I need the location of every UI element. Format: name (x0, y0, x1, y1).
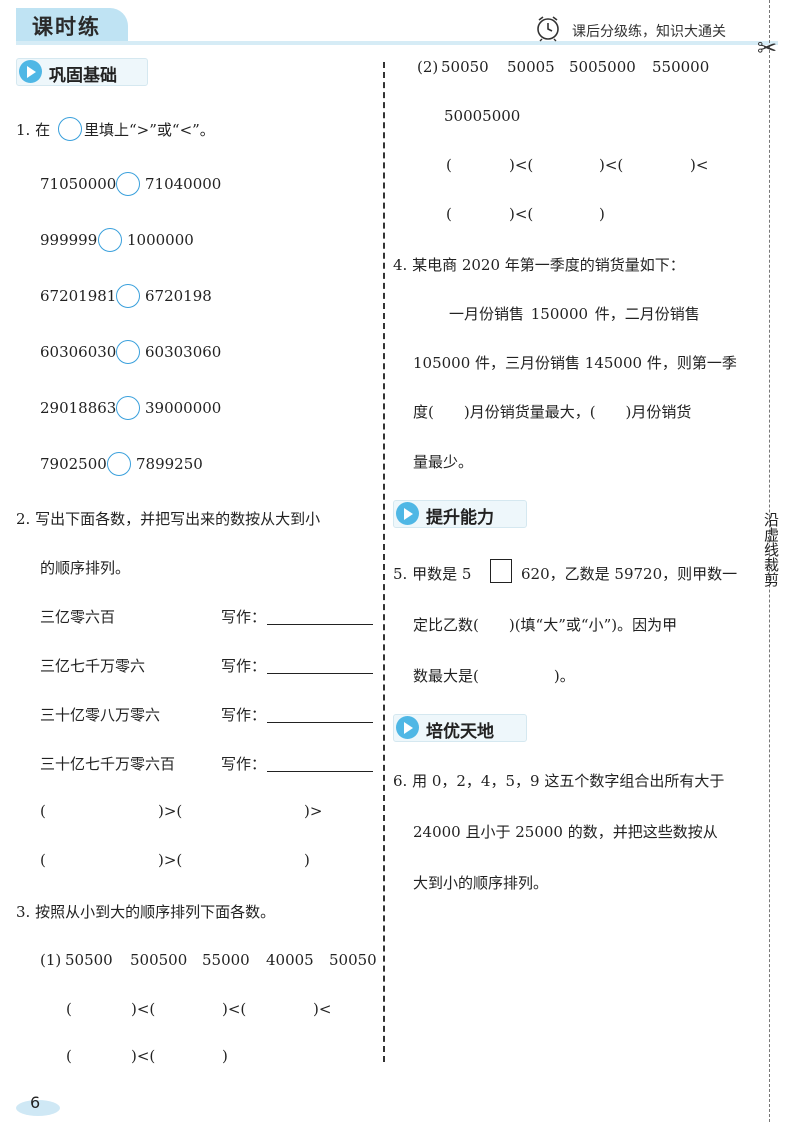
q1-prompt-circle (58, 117, 82, 141)
q4-line1: 4. 某电商 2020 年第一季度的销货量如下： (393, 256, 685, 274)
q3-part1-label: (1) (40, 951, 62, 969)
q1-row6-right: 7899250 (136, 455, 203, 473)
q1-row5-right: 39000000 (145, 399, 222, 417)
q1-row5-left: 29018863 (40, 399, 117, 417)
q3-part1-order1-b: )<( (131, 1000, 156, 1018)
q5-digit-box[interactable] (490, 559, 512, 583)
q2-item2-text: 三亿七千万零六 (40, 657, 146, 675)
section-badge-excellent: 培优天地 (393, 714, 527, 742)
header-title: 课时练 (32, 15, 101, 39)
q2-order1-c: )> (304, 802, 323, 820)
q3-part1-order1-d: )< (313, 1000, 332, 1018)
q4-line5: 量最少。 (413, 453, 474, 471)
q2-item3-text: 三十亿零八万零六 (40, 706, 161, 724)
q3-part2-num3: 5005000 (569, 58, 636, 76)
q3-part2-num2: 50005 (507, 58, 555, 76)
column-divider (383, 62, 385, 1062)
q3-part2-order1-b: )<( (509, 156, 534, 174)
q4-line2: 一月份销售 150000 件，二月份销售 (449, 305, 700, 323)
q3-part1-num5: 50050 (329, 951, 377, 969)
q3-part1-order2-b: )<( (131, 1047, 156, 1065)
q5-line3: 数最大是( )。 (413, 667, 575, 685)
q1-row4-right: 60303060 (145, 343, 222, 361)
q1-row6-left: 7902500 (40, 455, 107, 473)
q3-part2-order1-c: )<( (599, 156, 624, 174)
q2-item1-write-label: 写作： (221, 608, 267, 626)
q3-part2-order2-b: )<( (509, 205, 534, 223)
q3-part1-num2: 500500 (130, 951, 188, 969)
section-badge-basic: 巩固基础 (16, 58, 148, 86)
q3-prompt: 3. 按照从小到大的顺序排列下面各数。 (16, 903, 276, 921)
q3-part2-label: (2) (417, 58, 439, 76)
q2-order2-b: )>( (158, 851, 183, 869)
q6-line2: 24000 且小于 25000 的数，并把这些数按从 (413, 823, 718, 841)
q4-line3: 105000 件，三月份销售 145000 件，则第一季 (413, 354, 737, 372)
play-arrow-icon (19, 60, 42, 83)
q5-line1-part2: 620，乙数是 59720，则甲数一 (521, 565, 738, 583)
q3-part1-order2-a: ( (66, 1047, 72, 1065)
q4-line4: 度( )月份销货量最大，( )月份销货 (413, 403, 692, 421)
q2-item4-write-label: 写作： (221, 755, 267, 773)
q2-order1-b: )>( (158, 802, 183, 820)
q2-order2-a: ( (40, 851, 46, 869)
q1-row1-answer-circle[interactable] (116, 172, 140, 196)
q1-row1-left: 71050000 (40, 175, 117, 193)
q2-item3-write-label: 写作： (221, 706, 267, 724)
header-tab (16, 8, 128, 42)
q1-prompt-part1: 1. 在 (16, 121, 51, 139)
q2-prompt-line1: 2. 写出下面各数，并把写出来的数按从大到小 (16, 510, 321, 528)
cut-line (769, 0, 770, 1122)
q3-part2-num1: 50050 (441, 58, 489, 76)
q2-item1-answer-line[interactable] (267, 624, 373, 625)
q3-part2-order2-c: ) (599, 205, 605, 223)
q3-part1-order1-a: ( (66, 1000, 72, 1018)
q1-row3-answer-circle[interactable] (116, 284, 140, 308)
q6-line1: 6. 用 0，2，4，5，9 这五个数字组合出所有大于 (393, 772, 725, 790)
q2-item4-answer-line[interactable] (267, 771, 373, 772)
header-rule (16, 41, 778, 45)
q1-row6-answer-circle[interactable] (107, 452, 131, 476)
cut-instruction: 沿虚线裁剪 (762, 512, 780, 587)
q3-part1-num4: 40005 (266, 951, 314, 969)
q6-line3: 大到小的顺序排列。 (413, 874, 549, 892)
q1-row1-right: 71040000 (145, 175, 222, 193)
q1-row5-answer-circle[interactable] (116, 396, 140, 420)
q2-item2-write-label: 写作： (221, 657, 267, 675)
q2-item1-text: 三亿零六百 (40, 608, 116, 626)
section-badge-improve: 提升能力 (393, 500, 527, 528)
q3-part2-num4: 550000 (652, 58, 710, 76)
q3-part2-order1-d: )< (690, 156, 709, 174)
q2-item3-answer-line[interactable] (267, 722, 373, 723)
alarm-clock-icon (537, 16, 559, 42)
page-number: 6 (30, 1093, 41, 1112)
q2-prompt-line2: 的顺序排列。 (40, 559, 131, 577)
q3-part1-num3: 55000 (202, 951, 250, 969)
q2-item2-answer-line[interactable] (267, 673, 373, 674)
q5-line1-part1: 5. 甲数是 5 (393, 565, 472, 583)
q3-part2-order1-a: ( (446, 156, 452, 174)
q1-row3-left: 67201981 (40, 287, 117, 305)
q3-part2-num5: 50005000 (444, 107, 521, 125)
q1-row4-left: 60306030 (40, 343, 117, 361)
q1-row2-left: 999999 (40, 231, 98, 249)
play-arrow-icon (396, 716, 419, 739)
q3-part1-num1: 50500 (65, 951, 113, 969)
q3-part2-order2-a: ( (446, 205, 452, 223)
q3-part1-order1-c: )<( (222, 1000, 247, 1018)
q2-order1-a: ( (40, 802, 46, 820)
q5-line2: 定比乙数( )(填“大”或“小”)。因为甲 (413, 616, 678, 634)
q2-order2-c: ) (304, 851, 310, 869)
q1-row4-answer-circle[interactable] (116, 340, 140, 364)
q1-row2-answer-circle[interactable] (98, 228, 122, 252)
q3-part1-order2-c: ) (222, 1047, 228, 1065)
q2-item4-text: 三十亿七千万零六百 (40, 755, 176, 773)
q1-row3-right: 6720198 (145, 287, 212, 305)
q1-prompt-part2: 里填上“>”或“<”。 (84, 121, 215, 139)
play-arrow-icon (396, 502, 419, 525)
q1-row2-right: 1000000 (127, 231, 194, 249)
header-slogan: 课后分级练，知识大通关 (572, 24, 726, 40)
scissors-icon: ✂ (757, 34, 778, 62)
page-number-bg (16, 1100, 60, 1116)
